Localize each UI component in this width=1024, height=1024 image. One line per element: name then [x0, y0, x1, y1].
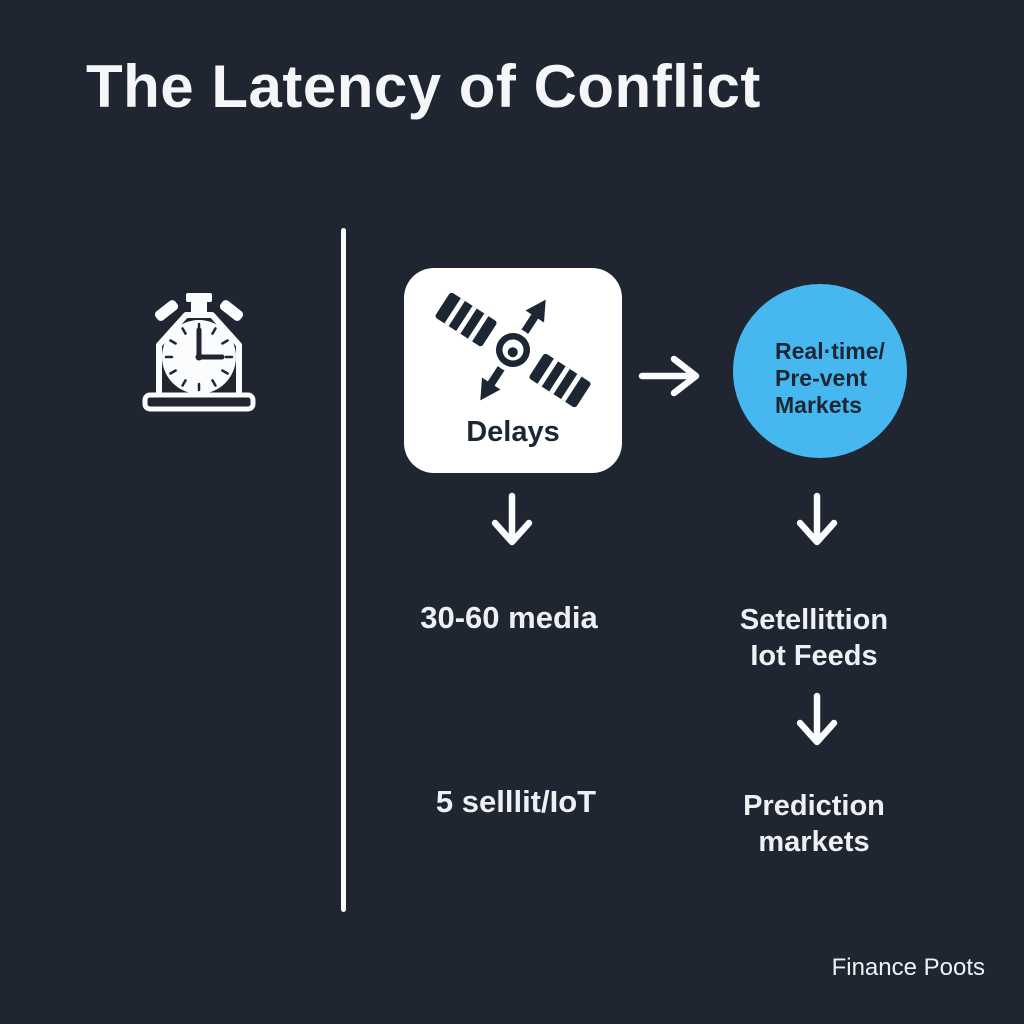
step-prediction-markets-line2: markets: [758, 826, 870, 858]
realtime-markets-text: Real·time/ Pre-vent Markets: [775, 338, 885, 419]
step-prediction-markets: Prediction markets: [704, 788, 924, 860]
arrow-right-icon: [638, 355, 700, 397]
arrow-down-icon: [796, 492, 838, 546]
arrow-down-icon: [796, 692, 838, 746]
circle-line-3: Markets: [775, 392, 862, 418]
realtime-markets-circle: Real·time/ Pre-vent Markets: [733, 284, 907, 458]
step-satellite-iot: 5 selllit/IoT: [435, 784, 597, 819]
stopwatch-icon: [142, 293, 256, 412]
circle-line-2: Pre-vent: [775, 365, 868, 391]
footer-credit: Finance Poots: [831, 954, 985, 981]
step-media-delay: 30-60 media: [420, 600, 598, 635]
circle-line-1: Real·time/: [775, 338, 885, 364]
vertical-divider: [341, 228, 346, 912]
step-prediction-markets-line1: Prediction: [743, 790, 885, 822]
satellite-icon: [435, 292, 591, 408]
step-satellite-feeds: Setellittion Iot Feeds: [704, 602, 924, 674]
page-title: The Latency of Conflict: [86, 53, 761, 120]
step-satellite-feeds-line2: Iot Feeds: [750, 640, 878, 672]
delays-label: Delays: [466, 416, 560, 448]
step-satellite-feeds-line1: Setellittion: [739, 604, 889, 636]
arrow-down-icon: [491, 492, 533, 546]
delays-card: Delays: [404, 268, 622, 473]
